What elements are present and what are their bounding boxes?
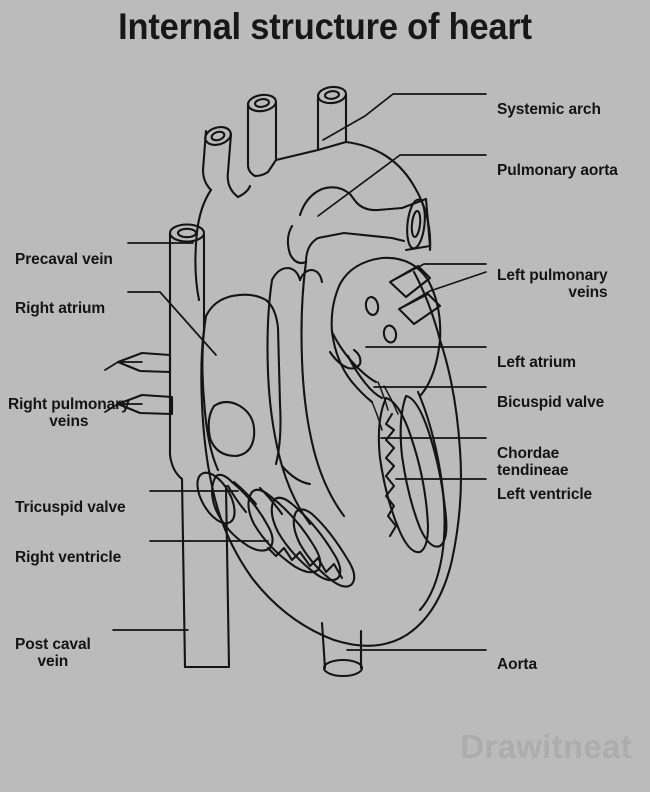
right-pulmonary-vein-stubs <box>116 351 174 416</box>
right-pulmonary-veins-leader-2 <box>104 403 143 413</box>
right-pulmonary-veins-leader-1 <box>104 361 143 371</box>
systemic-arch-leader <box>322 93 487 141</box>
papillary-muscles-right <box>196 471 356 588</box>
interventricular-septum <box>266 260 346 526</box>
chordae-tendineae-strands <box>371 381 399 431</box>
label-post-caval-vein: Post caval vein <box>15 621 91 670</box>
label-bicuspid-valve: Bicuspid valve <box>497 379 604 412</box>
label-post-caval-vein-text: Post caval vein <box>15 636 91 670</box>
label-pulmonary-aorta: Pulmonary aorta <box>497 147 618 180</box>
label-left-atrium: Left atrium <box>497 339 576 372</box>
papillary-muscles-left <box>377 390 448 612</box>
label-chordae-tendineae-text: Chordae tendineae <box>497 445 569 479</box>
label-left-ventricle: Left ventricle <box>497 471 592 504</box>
label-tricuspid-valve: Tricuspid valve <box>15 484 126 517</box>
label-chordae-tendineae: Chordae tendineae <box>497 430 569 479</box>
aortic-arch <box>236 140 432 252</box>
right-atrium-leader <box>127 291 217 356</box>
aorta-tube <box>320 621 364 678</box>
post-caval-vein-tube <box>180 477 231 669</box>
label-aorta-text: Aorta <box>497 656 537 674</box>
label-bicuspid-valve-text: Bicuspid valve <box>497 394 605 412</box>
left-carotid-branch <box>246 93 278 178</box>
leader-line-group <box>104 93 487 651</box>
right-atrium-chamber <box>201 293 282 472</box>
label-right-pulmonary-veins: Right pulmonary veins <box>8 381 130 430</box>
label-precaval-vein-text: Precaval vein <box>15 251 113 269</box>
heart-outline <box>194 188 463 647</box>
left-atrium-chamber <box>330 256 442 398</box>
label-pulmonary-aorta-text: Pulmonary aorta <box>497 162 618 180</box>
label-left-pulmonary-veins: Left pulmonary veins <box>497 252 608 301</box>
precaval-vein-tube <box>168 223 206 481</box>
bicuspid-valve-leaflets <box>328 330 384 404</box>
label-left-ventricle-text: Left ventricle <box>497 486 593 504</box>
pulmonary-valve-pocket <box>286 224 308 265</box>
pulmonary-aorta-trunk <box>298 186 432 264</box>
pulmonary-aorta-leader <box>317 154 487 217</box>
left-subclavian-branch <box>316 85 348 152</box>
label-right-atrium: Right atrium <box>15 285 105 318</box>
left-pulmonary-veins-leader-1 <box>389 263 487 283</box>
watermark: Drawitneat <box>460 728 632 765</box>
left-pulmonary-veins-leader-2 <box>398 271 487 310</box>
label-right-ventricle-text: Right ventricle <box>15 549 122 567</box>
label-left-atrium-text: Left atrium <box>497 354 576 372</box>
label-right-atrium-text: Right atrium <box>15 300 106 318</box>
septum-crest <box>270 266 324 284</box>
label-right-pulmonary-veins-text: Right pulmonary veins <box>8 396 130 430</box>
label-left-pulmonary-veins-text: Left pulmonary veins <box>497 267 608 301</box>
brachiocephalic-trunk <box>201 126 240 199</box>
label-tricuspid-valve-text: Tricuspid valve <box>15 499 126 517</box>
page-title: Internal structure of heart <box>118 6 532 47</box>
label-systemic-arch: Systemic arch <box>497 86 601 119</box>
label-aorta: Aorta <box>497 641 537 674</box>
label-systemic-arch-text: Systemic arch <box>497 101 601 119</box>
label-precaval-vein: Precaval vein <box>15 236 113 269</box>
label-right-ventricle: Right ventricle <box>15 534 121 567</box>
